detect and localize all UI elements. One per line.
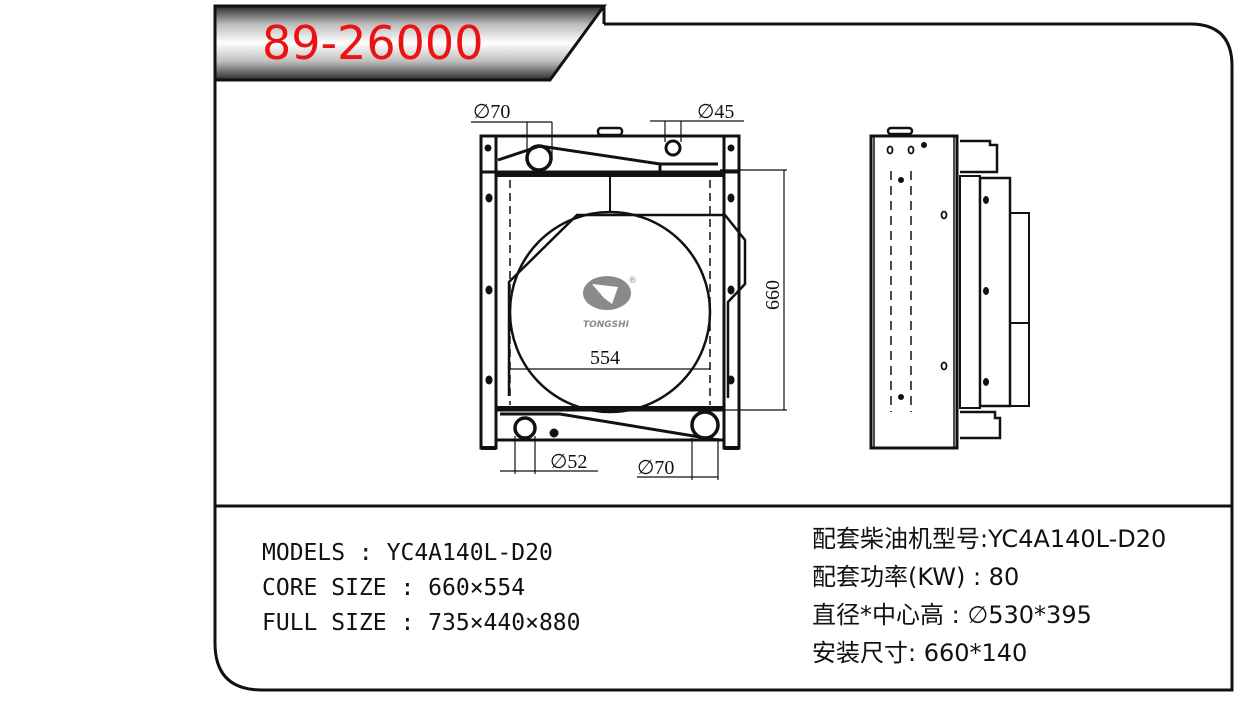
part-number: 89-26000 [262, 16, 484, 70]
spec-engine-model: 配套柴油机型号:YC4A140L-D20 [812, 525, 1167, 553]
spec-core-size: CORE SIZE : 660×554 [262, 575, 526, 601]
dim-top-right-port: ∅45 [697, 101, 734, 123]
spec-diameter-center-height: 直径*中心高 : ∅530*395 [812, 601, 1092, 629]
svg-text:®: ® [628, 276, 637, 286]
dim-core-height: 660 [762, 280, 784, 310]
spec-full-size: FULL SIZE : 735×440×880 [262, 610, 581, 636]
dim-top-left-inlet: ∅70 [473, 101, 510, 123]
title-tab-shape [213, 4, 607, 82]
title-tab: 89-26000 [216, 7, 556, 77]
tongshi-logo: TONGSHI ® [583, 276, 637, 330]
specs-chinese: 配套柴油机型号:YC4A140L-D20 配套功率(KW) : 80 直径*中心… [812, 520, 1166, 672]
side-view [869, 126, 1030, 450]
svg-text:TONGSHI: TONGSHI [583, 320, 630, 330]
specs-english: MODELS : YC4A140L-D20 CORE SIZE : 660×55… [262, 536, 581, 641]
dim-core-width: 554 [590, 347, 620, 369]
spec-mounting-size: 安装尺寸: 660*140 [812, 639, 1028, 667]
dim-bottom-right-outlet: ∅70 [637, 457, 674, 479]
front-view: TONGSHI ® [471, 120, 787, 480]
spec-power: 配套功率(KW) : 80 [812, 563, 1020, 591]
dim-bottom-left-port: ∅52 [550, 451, 587, 473]
outer-border [213, 22, 1234, 692]
spec-models: MODELS : YC4A140L-D20 [262, 540, 553, 566]
